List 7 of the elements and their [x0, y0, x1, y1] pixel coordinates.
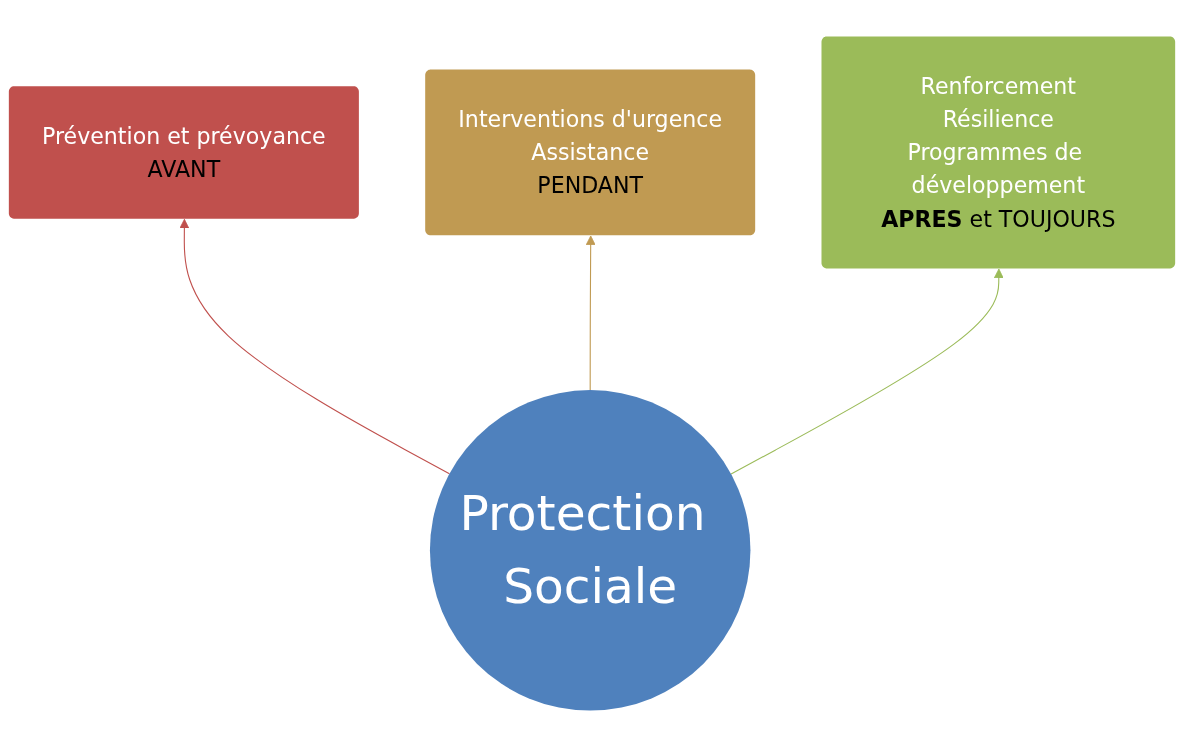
arrow [179, 218, 450, 475]
arrow [585, 235, 596, 391]
node-box: Interventions d'urgence Assistance PENDANT [425, 69, 756, 236]
node-circle: Protection Sociale [429, 390, 751, 711]
arrow [730, 268, 1004, 475]
node-box: Renforcement Résilience Programmes de développement APRES et TOUJOURS [821, 36, 1176, 269]
node-box: Prévention et prévoyance AVANT [8, 86, 359, 219]
